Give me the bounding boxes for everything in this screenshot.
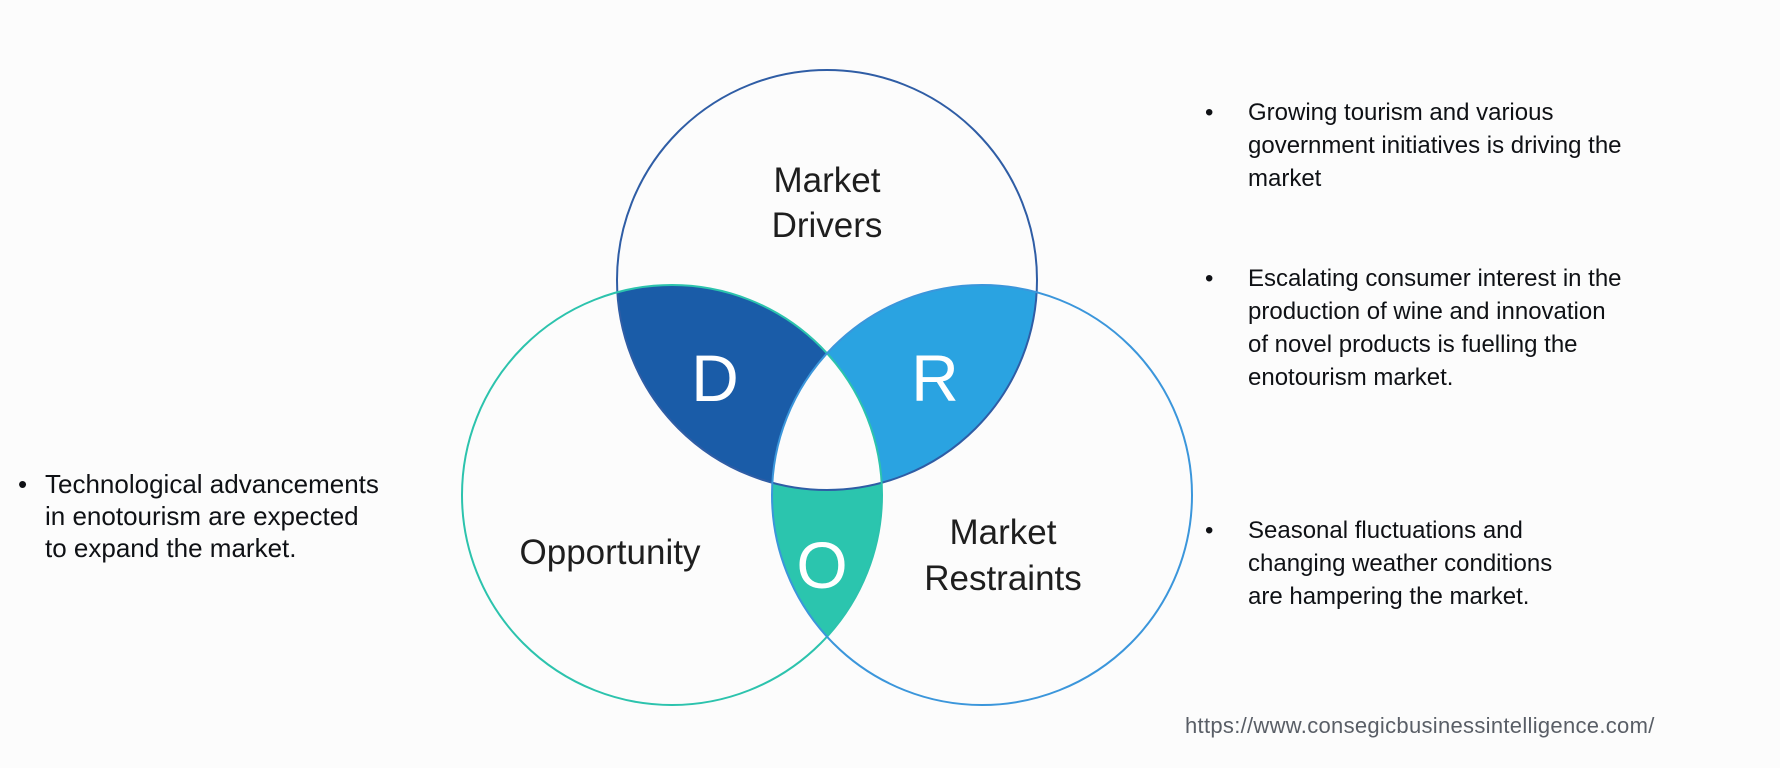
- circle-market-restraints: [771, 284, 1193, 706]
- bullet-dot: •: [1205, 265, 1214, 292]
- bullet-left-technology: Technological advancements in enotourism…: [45, 469, 379, 563]
- label-market-drivers: Market Drivers: [771, 161, 883, 245]
- bullet-dot: •: [18, 469, 28, 499]
- region-r: [772, 285, 1037, 490]
- bullet-dot: •: [1205, 517, 1214, 544]
- label-opportunity: Opportunity: [519, 533, 701, 572]
- bullet-dot: •: [1205, 99, 1214, 126]
- bullet-right-growing-tourism: Growing tourism and various government i…: [1248, 99, 1622, 192]
- circle-market-drivers: [616, 69, 1038, 491]
- bullet-right-consumer-interest: Escalating consumer interest in the prod…: [1248, 265, 1622, 391]
- region-d: [617, 285, 882, 490]
- letter-o: O: [796, 528, 848, 602]
- letter-d: D: [691, 341, 739, 415]
- letter-r: R: [911, 341, 959, 415]
- footer-url: https://www.consegicbusinessintelligence…: [1185, 713, 1655, 738]
- circle-opportunity: [461, 284, 883, 706]
- bullet-right-seasonal-fluctuations: Seasonal fluctuations and changing weath…: [1248, 517, 1553, 610]
- label-market-restraints: Market Restraints: [924, 513, 1082, 598]
